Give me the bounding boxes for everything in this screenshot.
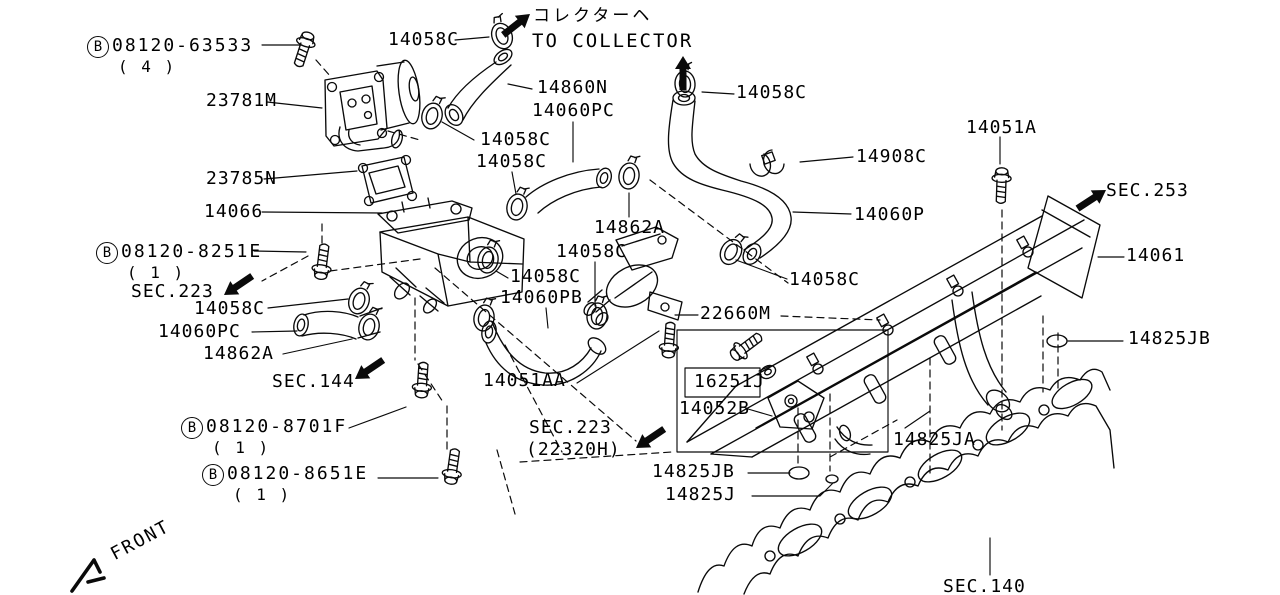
label-14058c-4: 14058C <box>736 82 808 103</box>
label-14058c-6: 14058C <box>194 298 266 319</box>
bolt-part-number: 08120-8651E <box>227 463 369 484</box>
label-sec223-2: SEC.223 <box>529 417 612 438</box>
label-sec253: SEC.253 <box>1106 180 1189 201</box>
label-14058c-1: 14058C <box>388 29 460 50</box>
label-16251j: 16251J <box>694 371 766 392</box>
label-14862a-2: 14862A <box>203 343 275 364</box>
leader-lines <box>251 36 1125 576</box>
bolt-quantity: ( 1 ) <box>127 263 186 282</box>
grommets-art <box>759 334 1068 484</box>
fuel-tube-14061-art <box>686 195 1101 458</box>
label-23785n: 23785N <box>206 168 278 189</box>
label-sec223-1: SEC.223 <box>131 281 214 302</box>
bolt-part-number: 08120-8701F <box>206 416 348 437</box>
bolt-icons <box>288 28 1013 487</box>
hose-14060p-art <box>667 90 792 266</box>
bolt-quantity: ( 1 ) <box>212 438 271 457</box>
bolt-icon <box>725 327 767 366</box>
bolt-part-number: 08120-63533 <box>112 35 254 56</box>
label-14060p: 14060P <box>854 204 926 225</box>
label-14058c-2: 14058C <box>480 129 552 150</box>
clamp-icon <box>616 153 643 191</box>
label-14058c-7: 14058C <box>510 266 582 287</box>
bolt-icon <box>288 28 319 70</box>
label-14825jb-2: 14825JB <box>652 461 735 482</box>
label-23781m: 23781M <box>206 90 278 111</box>
bolt-quantity: ( 1 ) <box>233 485 292 504</box>
hose-14860n-art <box>444 48 513 127</box>
label-sec140: SEC.140 <box>943 576 1026 595</box>
label-14051aa: 14051AA <box>483 370 566 391</box>
note-collector-jp: コレクターヘ <box>533 6 653 26</box>
clamp-icon <box>418 92 448 132</box>
note-to-collector: TO COLLECTOR <box>532 30 694 52</box>
detail-boxes <box>676 329 889 453</box>
bolt-icon <box>410 361 434 400</box>
clamp-icon <box>355 303 385 343</box>
label-14825ja: 14825JA <box>893 429 976 450</box>
clamp-icon <box>585 293 610 331</box>
front-arrow-icon <box>70 558 106 593</box>
arrow-down-left-icon <box>218 268 258 303</box>
label-14061: 14061 <box>1126 245 1186 266</box>
label-14860n: 14860N <box>537 77 609 98</box>
circled-b-icon: B <box>96 242 118 264</box>
label-14051a: 14051A <box>966 117 1038 138</box>
label-14060pb: 14060PB <box>500 287 583 308</box>
valve-22660m-art <box>583 226 683 326</box>
intake-manifold-art <box>697 368 1115 595</box>
gasket-art <box>357 154 418 207</box>
label-14825jb-1: 14825JB <box>1128 328 1211 349</box>
label-sec144: SEC.144 <box>272 371 355 392</box>
arrow-down-left-icon <box>349 352 389 387</box>
aac-valve-art <box>324 59 421 152</box>
label-22320h: (22320H) <box>526 439 621 460</box>
label-14058c-8: 14058C <box>789 269 861 290</box>
circled-b-icon: B <box>87 36 109 58</box>
circled-b-icon: B <box>202 464 224 486</box>
label-22660m: 22660M <box>700 303 772 324</box>
circled-b-icon: B <box>181 417 203 439</box>
label-14052b: 14052B <box>679 398 751 419</box>
label-14058c-5: 14058C <box>556 241 628 262</box>
hose-middle-art <box>525 167 613 214</box>
label-14066: 14066 <box>204 201 264 222</box>
label-14825j: 14825J <box>665 484 737 505</box>
label-14058c-3: 14058C <box>476 151 548 172</box>
label-14908c: 14908C <box>856 146 928 167</box>
arrow-up-right-icon <box>1072 182 1112 216</box>
arrow-up-icon <box>674 55 692 91</box>
reference-dashed-lines <box>261 59 1059 515</box>
bolt-icon <box>440 446 466 487</box>
clip-14908c-art <box>749 149 785 177</box>
bolt-icon <box>990 166 1013 205</box>
label-14862a-1: 14862A <box>594 217 666 238</box>
bolt-quantity: ( 4 ) <box>118 57 177 76</box>
arrow-down-left-icon <box>630 421 670 456</box>
hose-14060pc-art <box>293 307 383 340</box>
label-14060pc-1: 14060PC <box>532 100 615 121</box>
bolt-icon <box>310 242 335 282</box>
clamp-icon <box>503 183 532 223</box>
label-14060pc-2: 14060PC <box>158 321 241 342</box>
bolt-part-number: 08120-8251E <box>121 241 263 262</box>
